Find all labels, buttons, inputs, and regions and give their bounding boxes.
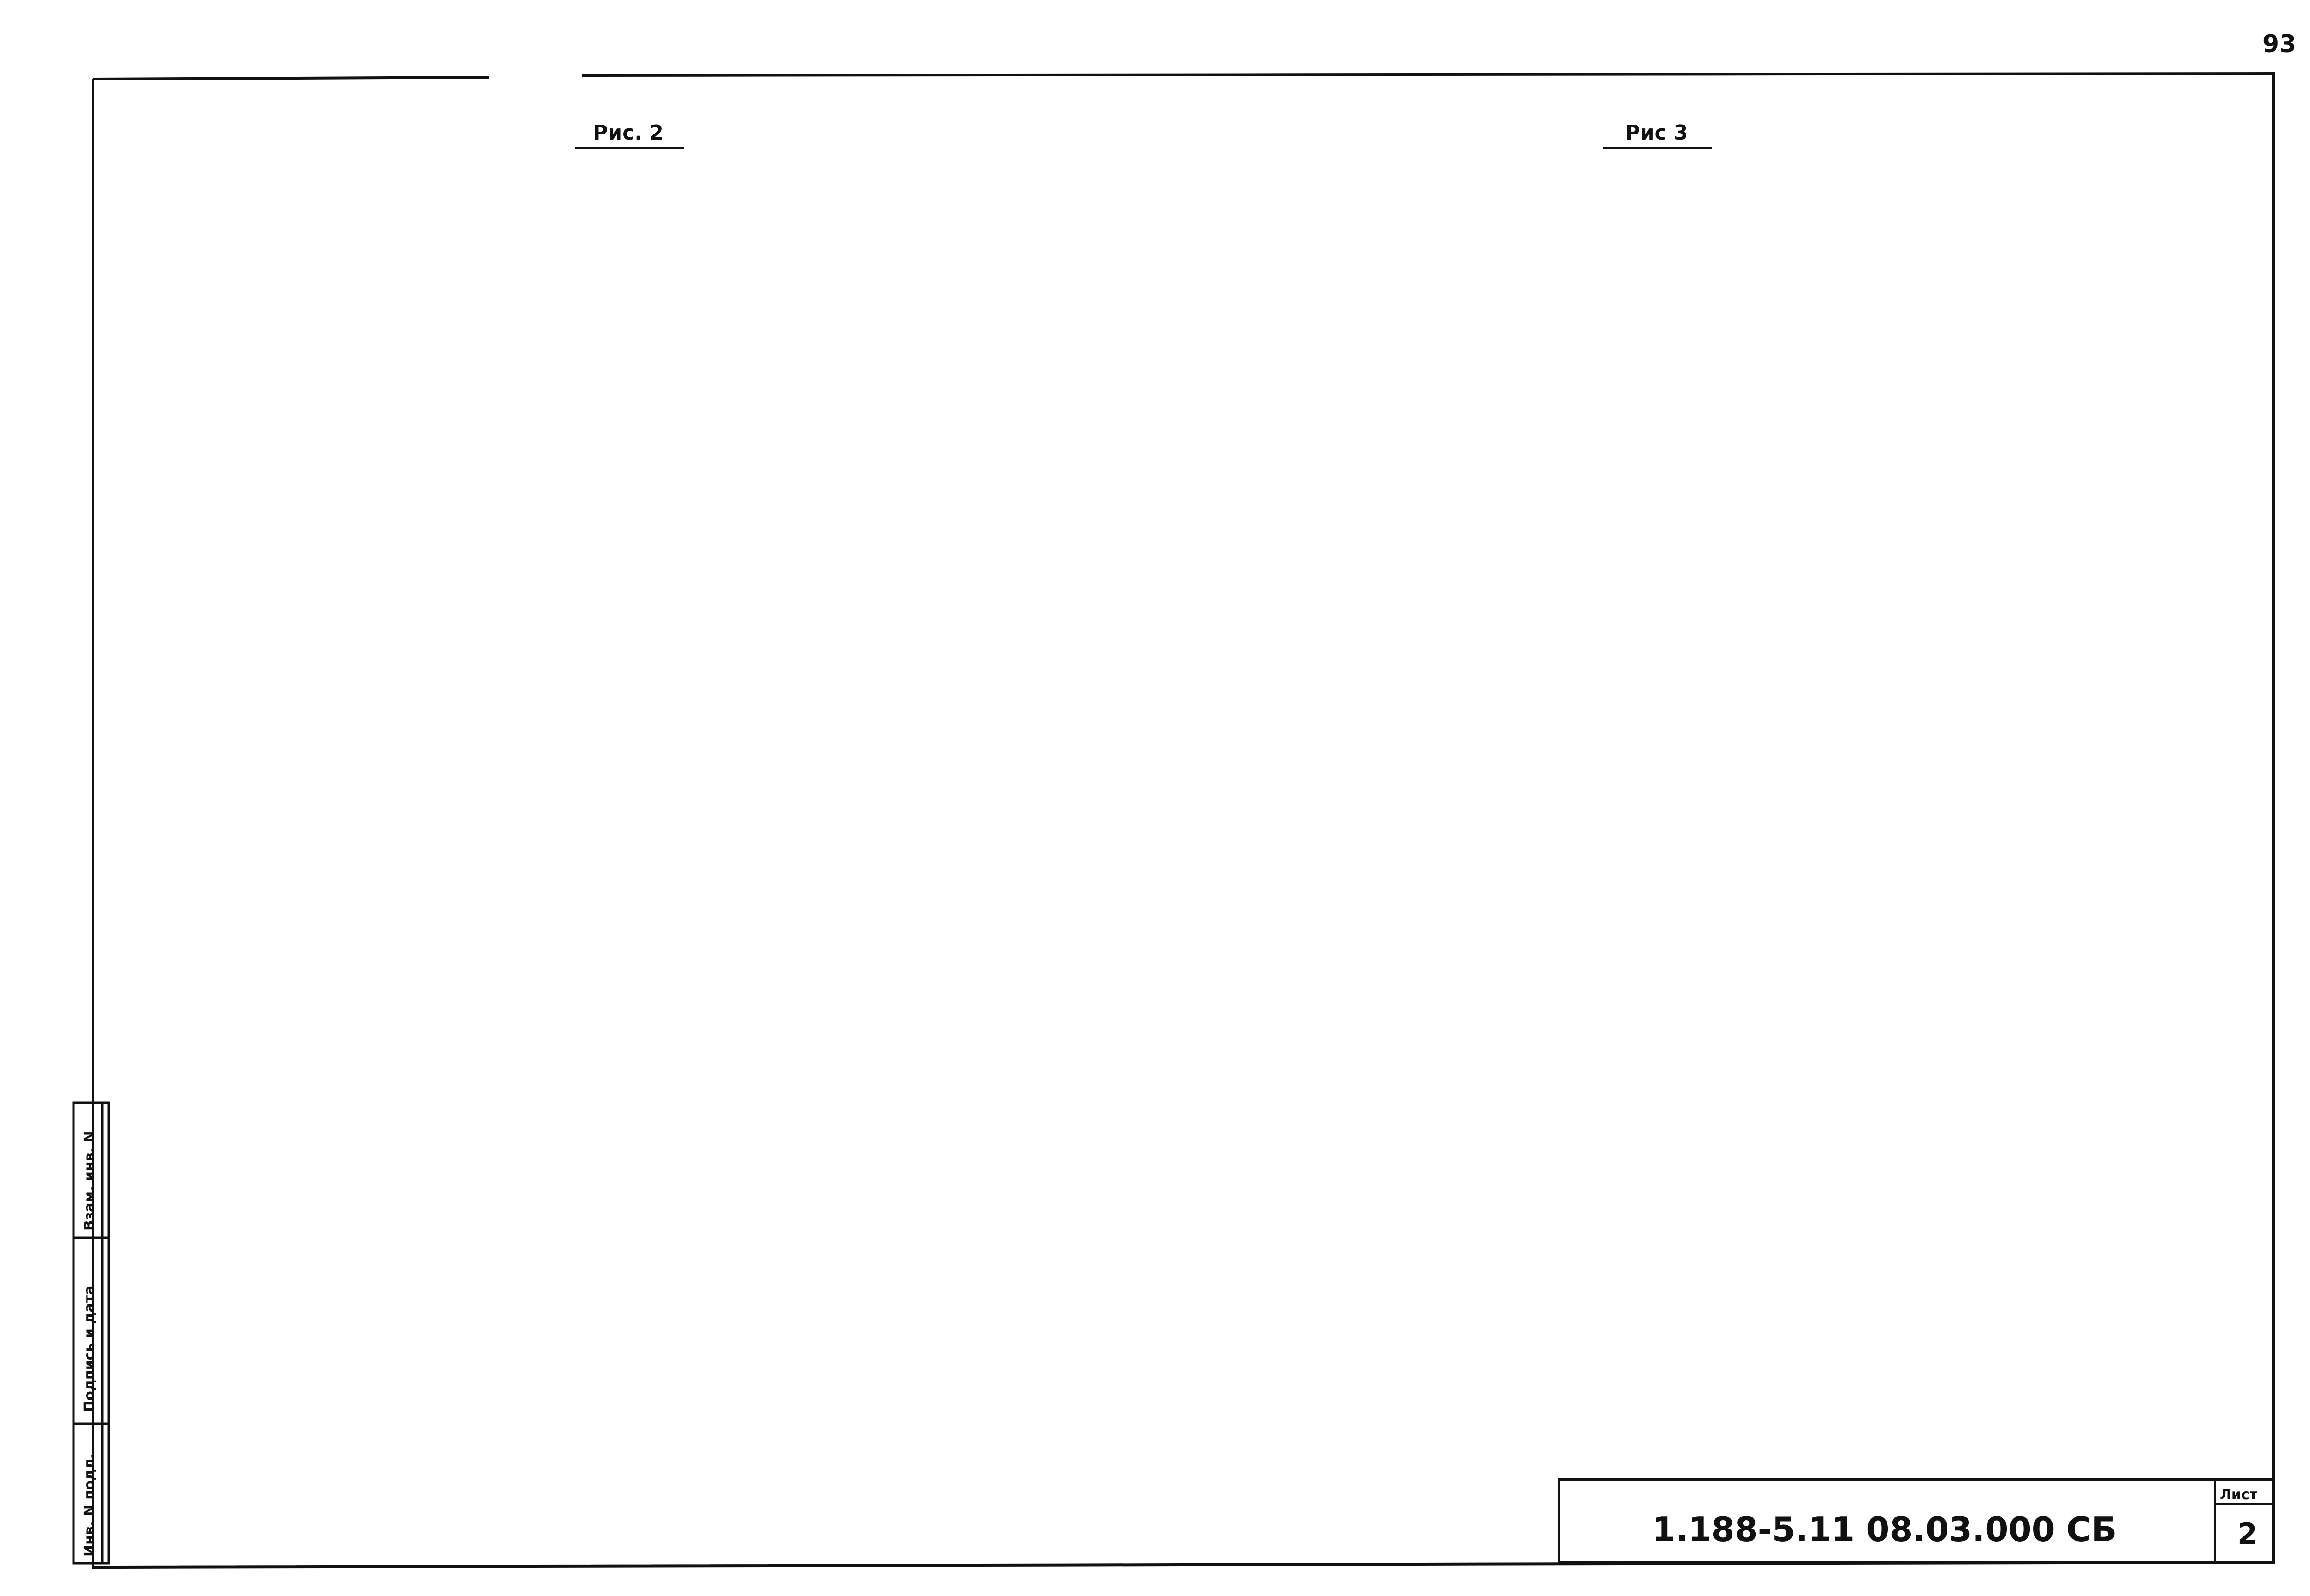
stamp-cell-vzam: Взам. инв. N (81, 1131, 98, 1231)
stamp-cell-sign: Подпись и дата (81, 1286, 98, 1412)
figure-title: Рис 3 (1625, 121, 1688, 145)
sheet-number: 2 (2237, 1517, 2257, 1551)
page-number: 93 (2263, 30, 2296, 58)
figure-ris-3: Рис 3 Остальное- см. рис. 1 2-2 (1603, 121, 1712, 149)
sheet-frame (92, 72, 2275, 1569)
document-code: 1.188-5.11 08.03.000 СБ (1652, 1510, 2117, 1549)
figure-title: Рис. 2 (593, 121, 664, 145)
sheet-label: Лист (2220, 1487, 2258, 1503)
title-block: 1.188-5.11 08.03.000 СБ Лист 2 (1558, 1478, 2275, 1564)
figure-ris-2: Рис. 2 Остальное- см. рис. 1 2 - 2 (575, 121, 684, 149)
stamp-cell-inv: Инв. N подл. (81, 1454, 98, 1556)
side-stamp: Инв. N подл. Подпись и дата Взам. инв. N (72, 1101, 110, 1565)
